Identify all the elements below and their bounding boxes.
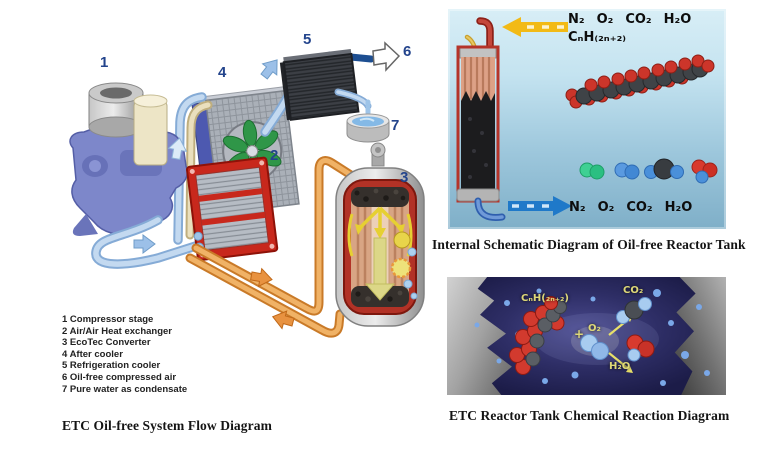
flow-diagram-caption: ETC Oil-free System Flow Diagram [62,418,272,433]
reactor-schematic-figure: N₂ O₂ CO₂ H₂O CₙH₍₂ₙ₊₂₎ N₂ O₂ CO₂ H₂O [448,9,726,229]
scattered-oxygen-dots [474,288,710,386]
hydrocarbon-chain-molecule [565,54,715,109]
legend-item: 6 Oil-free compressed air [62,371,177,383]
condensate-bowl-illustration [346,113,390,143]
legend-item: 3 EcoTec Converter [62,337,151,349]
flow-arrow-icon [260,59,278,80]
flow-legend: 1 Compressor stage 2 Air/Air Heat exchan… [62,314,187,395]
outlet-arrow-icon [372,41,401,72]
outlet-arrow-icon [508,196,572,216]
heat-exchanger-illustration [186,156,279,262]
reactor-tube-illustration [456,45,506,221]
legend-item: 7 Pure water as condensate [62,383,188,395]
flow-arrow-icon [250,267,273,288]
flow-arrow-icon [167,137,188,160]
gas-label: H₂O [663,12,692,27]
inlet-arrow-icon [502,17,568,37]
inlet-gas-labels: N₂ O₂ CO₂ H₂O [568,12,691,27]
marker-refrigeration-cooler: 5 [303,31,312,48]
gas-label: CO₂ [625,12,652,27]
reaction-figure: CₙH(₂ₙ₊₂) + O₂ CO₂ H₂O [447,277,726,395]
gas-label: O₂ [597,200,615,215]
water-molecule [626,334,655,362]
marker-after-cooler: 4 [218,64,227,81]
gas-molecules-row [579,158,718,184]
co2-molecule [616,297,652,324]
gas-label: N₂ [568,12,585,27]
reactant-formula-label: CₙH(₂ₙ₊₂) [521,293,569,304]
flow-diagram-illustration [69,41,425,338]
co2-label: CO₂ [623,285,644,296]
hydrocarbon-formula-label: CₙH₍₂ₙ₊₂₎ [568,30,627,45]
legend-item: 2 Air/Air Heat exchanger [62,325,172,337]
flow-arrow-icon [271,310,295,330]
plus-sign: + [574,327,585,341]
compressor-outlet-pipe [91,215,207,269]
reaction-illustration [474,288,710,386]
hot-air-pipes [185,156,359,338]
legend-item: 4 After cooler [62,348,123,360]
compressor-illustration [69,82,188,236]
marker-condensate: 7 [391,117,400,134]
reactor-schematic-caption: Internal Schematic Diagram of Oil-free R… [432,237,746,252]
marker-compressor: 1 [100,54,109,71]
reactor-illustration [456,17,718,221]
ecotec-converter-illustration [335,142,425,327]
condensate-pipe [334,88,372,117]
marker-outlet: 6 [403,43,412,60]
gas-label: CO₂ [626,200,653,215]
gas-label: H₂O [664,200,693,215]
cold-air-pipes [173,81,298,245]
reaction-caption: ETC Reactor Tank Chemical Reaction Diagr… [449,408,730,423]
hydrocarbon-molecule [509,296,567,375]
legend-item: 5 Refrigeration cooler [62,360,161,372]
outlet-gas-labels: N₂ O₂ CO₂ H₂O [569,200,692,215]
gas-label: N₂ [569,200,586,215]
oxygen-molecule [580,334,609,360]
refrigeration-cooler-illustration [279,48,360,121]
marker-converter: 3 [400,169,409,186]
flow-arrow-icon [133,234,156,254]
water-label: H₂O [609,361,631,372]
oxygen-label: O₂ [588,323,601,334]
legend-item: 1 Compressor stage [62,314,154,325]
marker-heat-exchanger: 2 [270,147,279,164]
gas-label: O₂ [596,12,614,27]
